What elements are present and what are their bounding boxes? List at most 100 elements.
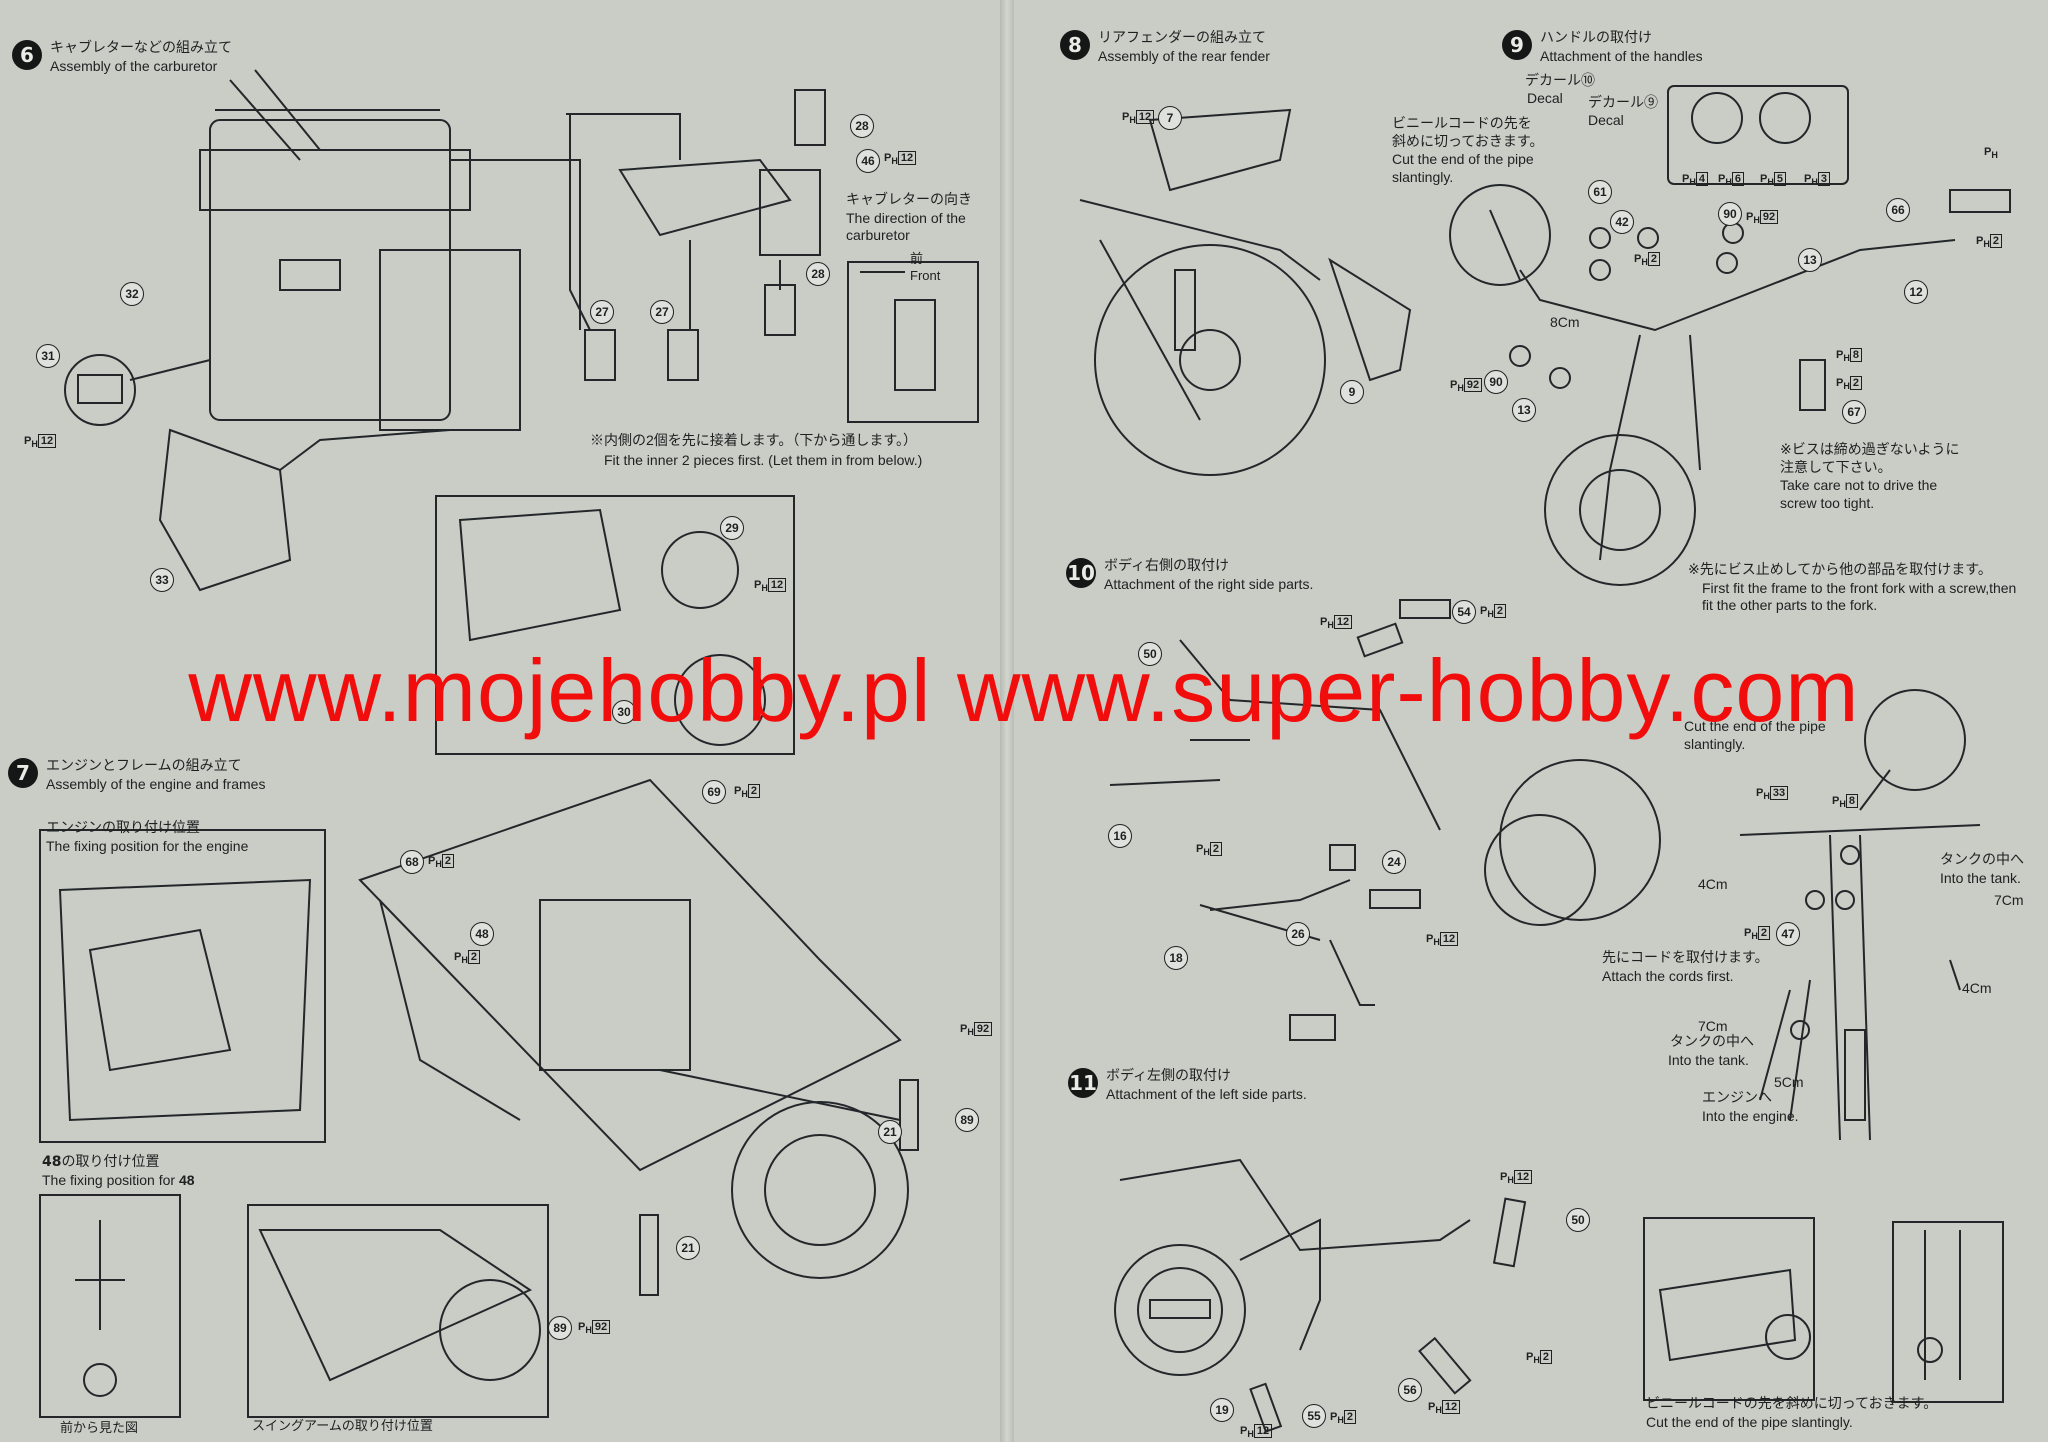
part-number: 50	[1138, 642, 1162, 666]
part-number: 67	[1842, 400, 1866, 424]
step-number-badge: 7	[8, 758, 38, 788]
part-number: 28	[806, 262, 830, 286]
rear-fender-drawing	[1079, 108, 1412, 476]
section-title-jp: リアフェンダーの組み立て	[1098, 30, 1266, 46]
cord-length-5cm: 5Cm	[1774, 1074, 1804, 1090]
decal9-jp: デカール⑨	[1588, 94, 1658, 110]
carburetor-drawing	[566, 89, 826, 381]
step-number-badge: 11	[1068, 1068, 1098, 1098]
part-number: 56	[1398, 1378, 1422, 1402]
engine-block-drawing	[64, 69, 581, 592]
vinyl-cord-note-2: Cut the end of the pipe slantingly.	[1684, 718, 1826, 752]
handlebar-drawing	[1449, 85, 2011, 586]
cord-length-7cm: 7Cm	[1994, 892, 2024, 908]
inner-pieces-note-en: Fit the inner 2 pieces first. (Let them …	[604, 452, 923, 468]
section-title-en: Assembly of the rear fender	[1098, 47, 1270, 64]
attach-cords-note: 先にコードを取付けます。 Attach the cords first.	[1602, 950, 1769, 984]
section-title-en: Assembly of the engine and frames	[46, 775, 266, 792]
screw-caution-note: ※ビスは締め過ぎないように 注意して下さい。 Take care not to …	[1780, 442, 1960, 511]
step-number-badge: 9	[1502, 30, 1532, 60]
part-number: 16	[1108, 824, 1132, 848]
vinyl-cord-note-3: ビニールコードの先を斜めに切っておきます。 Cut the end of the…	[1646, 1396, 1938, 1430]
part-number: 27	[590, 300, 614, 324]
carb-direction-en: The direction of the carburetor	[846, 209, 966, 244]
left-side-parts-drawing	[1114, 1158, 1527, 1433]
part-ref-48: 48	[178, 1171, 195, 1188]
part-number: 29	[720, 516, 744, 540]
part-number: 26	[1286, 922, 1310, 946]
part-number: 13	[1512, 398, 1536, 422]
part48-position-note: 48の取り付け位置 The fixing position for 48	[42, 1154, 195, 1188]
part-number: 68	[400, 850, 424, 874]
frame-first-note: ※先にビス止めしてから他の部品を取付けます。 First fit the fra…	[1688, 562, 2017, 613]
section-title-jp: ハンドルの取付け	[1540, 30, 1652, 46]
section-7-header: 7 エンジンとフレームの組み立て Assembly of the engine …	[8, 758, 265, 793]
engine-side-cover-inset	[435, 495, 795, 755]
part-number: 13	[1798, 248, 1822, 272]
part-number: 89	[548, 1316, 572, 1340]
part-number: 24	[1382, 850, 1406, 874]
cord-length-4cm-b: 4Cm	[1962, 980, 1992, 996]
part-number: 46	[856, 149, 880, 173]
part-number: 55	[1302, 1404, 1326, 1428]
decal10-jp: デカール⑩	[1525, 72, 1595, 88]
vinyl-cord-note: ビニールコードの先を 斜めに切っておきます。 Cut the end of th…	[1392, 116, 1544, 185]
part-number: 32	[120, 282, 144, 306]
decal10-en: Decal	[1527, 90, 1563, 106]
part-number: 90	[1484, 370, 1508, 394]
carb-direction-note: キャブレターの向き The direction of the carbureto…	[846, 192, 986, 245]
part-number: 18	[1164, 946, 1188, 970]
part-ref-48: 48	[42, 1154, 62, 1170]
cord-length-7cm-b: 7Cm	[1698, 1018, 1728, 1034]
part-number: 42	[1610, 210, 1634, 234]
part-number: 48	[470, 922, 494, 946]
frame-engine-drawing	[39, 778, 919, 1418]
front-label-en: Front	[910, 268, 941, 283]
section-9-header: 9 ハンドルの取付け Attachment of the handles	[1502, 30, 1703, 65]
cord-length-8cm: 8Cm	[1550, 314, 1580, 330]
section-title-jp: ボディ右側の取付け	[1104, 558, 1230, 574]
part-number: 28	[850, 114, 874, 138]
engine-cord-note: エンジンへ Into the engine.	[1702, 1090, 1799, 1124]
part-number: 21	[676, 1236, 700, 1260]
tank-note: タンクの中へ Into the tank.	[1940, 852, 2024, 886]
part-number: 31	[36, 344, 60, 368]
section-8-header: 8 リアフェンダーの組み立て Assembly of the rear fend…	[1060, 30, 1270, 65]
tank-note-2: タンクの中へ Into the tank.	[1668, 1034, 1754, 1068]
section-title-en: Attachment of the handles	[1540, 47, 1703, 64]
step-number-badge: 6	[12, 40, 42, 70]
cord-routing-drawing	[1739, 689, 1981, 1141]
part-number: 47	[1776, 922, 1800, 946]
step-number-badge: 10	[1066, 558, 1096, 588]
part-number: 90	[1718, 202, 1742, 226]
section-title-jp: キャブレターなどの組み立て	[50, 40, 232, 56]
part-number: 12	[1904, 280, 1928, 304]
part-number: 61	[1588, 180, 1612, 204]
part-number: 30	[612, 700, 636, 724]
swing-arm-caption: スイングアームの取り付け位置	[252, 1418, 433, 1433]
part-number: 69	[702, 780, 726, 804]
